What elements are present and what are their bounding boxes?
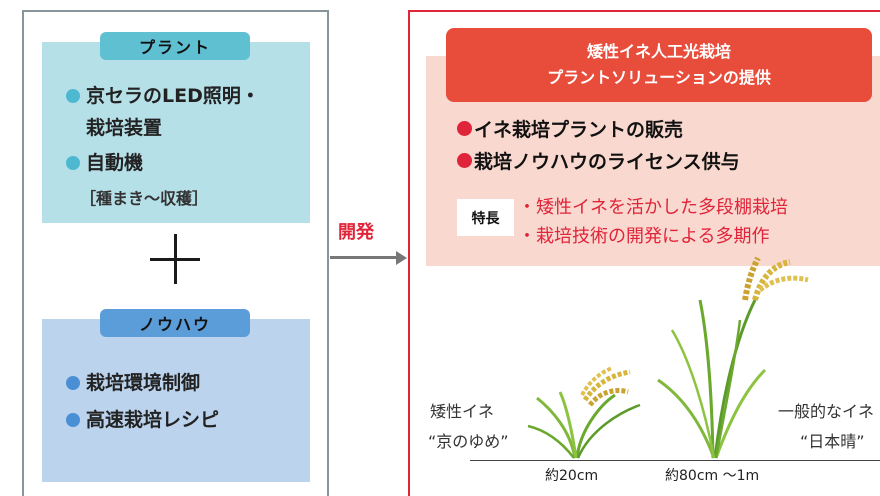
bullet-icon bbox=[66, 89, 80, 103]
dwarf-size-label: 約20cm bbox=[545, 468, 599, 484]
plant-item-led-cont: 栽培装置 bbox=[86, 117, 163, 139]
solution-item-plant-sales: イネ栽培プラントの販売 bbox=[474, 119, 684, 141]
development-label: 開発 bbox=[338, 222, 374, 243]
ground-line bbox=[470, 460, 880, 461]
solution-banner: 矮性イネ人工光栽培 プラントソリューションの提供 bbox=[446, 28, 872, 102]
normal-size-label: 約80cm 〜1m bbox=[665, 468, 760, 484]
right-frame bbox=[408, 10, 880, 496]
dwarf-rice-caption: 矮性イネ bbox=[430, 402, 495, 421]
normal-rice-caption: 一般的なイネ bbox=[778, 402, 875, 421]
plus-icon-vertical bbox=[174, 234, 177, 284]
feature-multistage: ・矮性イネを活かした多段棚栽培 bbox=[518, 197, 788, 218]
plant-panel bbox=[42, 42, 310, 223]
bullet-icon bbox=[66, 376, 80, 390]
bullet-icon bbox=[66, 413, 80, 427]
rice-plant-normal-icon bbox=[657, 256, 809, 459]
knowhow-item-env: 栽培環境制御 bbox=[86, 372, 201, 394]
plant-item-led: 京セラのLED照明・ bbox=[86, 85, 260, 107]
normal-rice-variety: “日本晴” bbox=[800, 432, 865, 451]
dwarf-rice-variety: “京のゆめ” bbox=[428, 432, 509, 451]
arrow-right-icon bbox=[396, 251, 407, 265]
left-frame bbox=[22, 10, 329, 496]
knowhow-panel bbox=[42, 319, 310, 482]
feature-label: 特長 bbox=[457, 199, 514, 236]
bullet-icon bbox=[66, 156, 80, 170]
knowhow-title: ノウハウ bbox=[100, 309, 250, 337]
knowhow-item-recipe: 高速栽培レシピ bbox=[86, 409, 220, 431]
banner-line-1: 矮性イネ人工光栽培 bbox=[586, 42, 731, 61]
plant-item-automation-detail: ［種まき〜収穫］ bbox=[80, 189, 209, 208]
solution-item-license: 栽培ノウハウのライセンス供与 bbox=[474, 151, 740, 173]
rice-plant-dwarf-icon bbox=[527, 366, 641, 459]
plant-item-automation: 自動機 bbox=[86, 152, 144, 174]
bullet-icon bbox=[457, 153, 472, 168]
banner-line-2: プラントソリューションの提供 bbox=[547, 68, 771, 87]
plant-title: プラント bbox=[100, 32, 250, 60]
arrow-line bbox=[330, 256, 396, 259]
feature-multicrop: ・栽培技術の開発による多期作 bbox=[518, 226, 770, 247]
bullet-icon bbox=[457, 121, 472, 136]
